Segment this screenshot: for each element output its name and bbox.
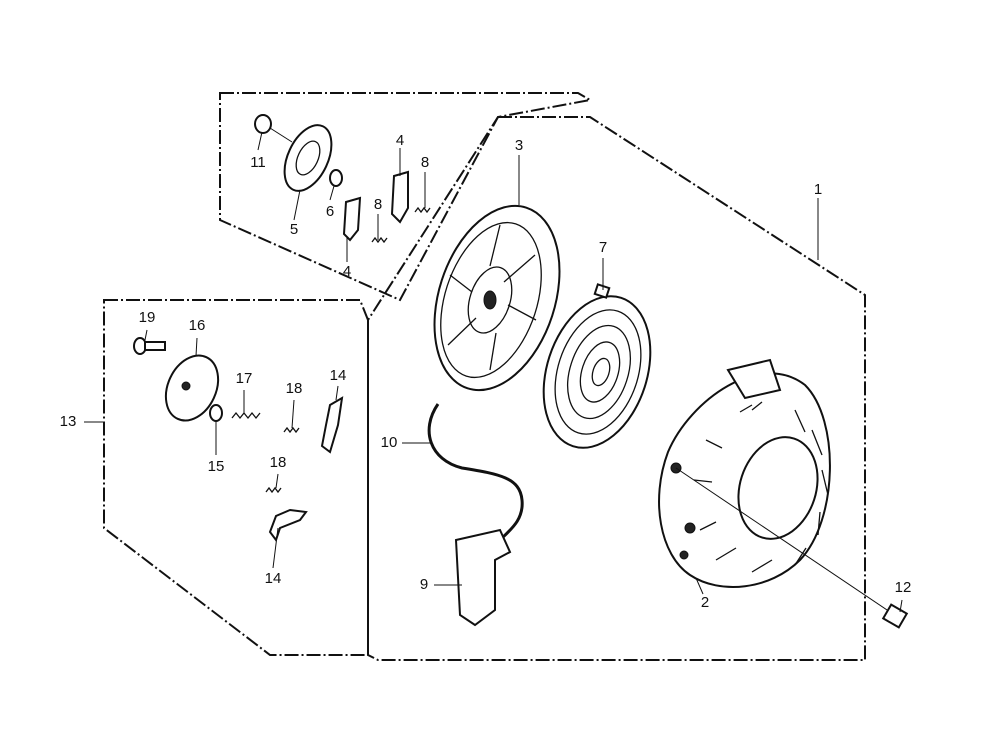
label-5: 5 [290, 221, 298, 238]
label-18b: 18 [270, 454, 287, 471]
bolt-19-part [133, 337, 166, 355]
label-1: 1 [814, 181, 822, 198]
spring-8a-part [371, 236, 388, 244]
label-14b: 14 [265, 570, 282, 587]
label-17: 17 [236, 370, 253, 387]
label-3: 3 [515, 137, 523, 154]
friction-plate-part [164, 354, 220, 422]
ratchet-plate-part [283, 124, 333, 192]
spring-18b-part [265, 486, 282, 494]
label-14a: 14 [330, 367, 347, 384]
assembly-frame-13 [103, 299, 369, 656]
label-9: 9 [420, 576, 428, 593]
label-18a: 18 [286, 380, 303, 397]
label-15: 15 [208, 458, 225, 475]
ratchet-4b-part [390, 170, 409, 224]
assembly-frame-top [219, 92, 593, 302]
screw-11-part [254, 114, 293, 143]
spring-17-part [231, 411, 261, 420]
label-13: 13 [60, 413, 77, 430]
label-10: 10 [381, 434, 398, 451]
label-11: 11 [250, 154, 266, 171]
reel-part [433, 204, 561, 392]
washer-15-part [209, 404, 223, 422]
spring-8b-part [414, 206, 431, 214]
label-16: 16 [189, 317, 206, 334]
starter-case-part [658, 358, 831, 588]
ratchet-4a-part [342, 196, 362, 242]
leader-lines [84, 131, 903, 613]
washer-6-part [329, 169, 343, 187]
friction-spring-14b-part [268, 508, 308, 543]
label-6: 6 [326, 203, 334, 220]
spiral-spring-part [542, 283, 652, 449]
label-7: 7 [599, 239, 607, 256]
label-4b: 4 [343, 263, 351, 280]
label-8a: 8 [421, 154, 429, 171]
bolt-12-part [675, 467, 909, 629]
spring-18a-part [283, 426, 300, 434]
label-19: 19 [139, 309, 156, 326]
friction-spring-14a-part [320, 396, 344, 454]
grip-part [454, 528, 512, 627]
label-8b: 8 [374, 196, 382, 213]
label-2: 2 [701, 594, 709, 611]
label-12: 12 [895, 579, 912, 596]
rope-part [427, 403, 524, 542]
label-4a: 4 [396, 132, 404, 149]
